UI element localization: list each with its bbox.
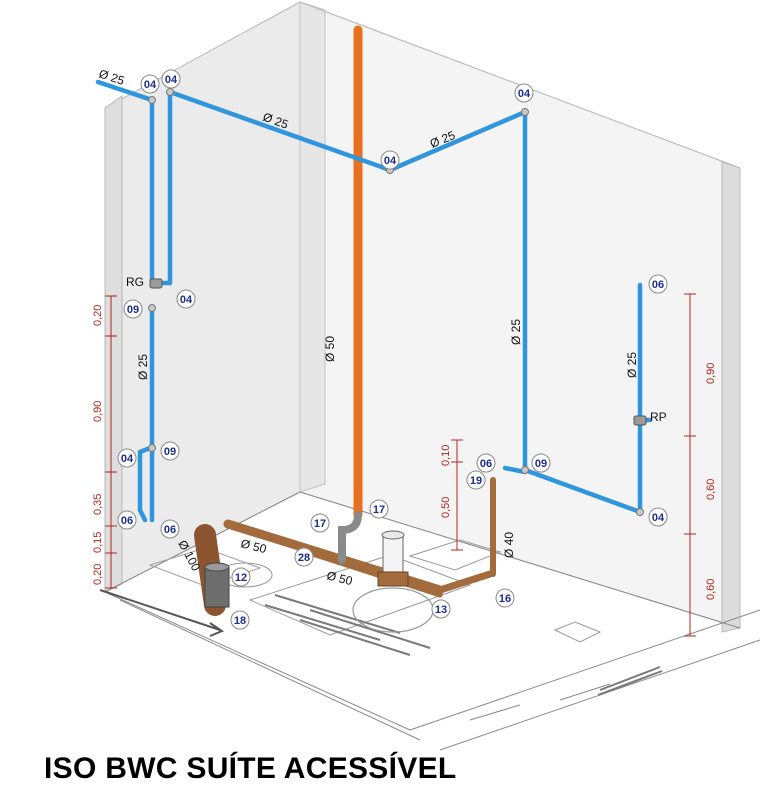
dim-mid-0: 0,10 xyxy=(440,445,452,466)
tag-06-d: 06 xyxy=(160,519,180,539)
left-dimension-line xyxy=(105,295,117,589)
svg-text:04: 04 xyxy=(165,74,178,86)
tag-06-a: 06 xyxy=(648,274,668,294)
svg-text:04: 04 xyxy=(384,155,397,167)
tag-04-g: 04 xyxy=(648,507,668,527)
svg-text:06: 06 xyxy=(480,458,492,470)
svg-text:04: 04 xyxy=(121,453,134,465)
svg-text:09: 09 xyxy=(535,458,547,470)
svg-text:06: 06 xyxy=(652,279,664,291)
svg-text:04: 04 xyxy=(518,88,531,100)
dim-right-1: 0,60 xyxy=(705,479,717,500)
back-wall-edge xyxy=(299,1,326,493)
tag-04-h: 04 xyxy=(0,0,13,3)
svg-text:18: 18 xyxy=(234,615,246,627)
right-wall-edge xyxy=(721,161,741,633)
tag-06-c: 06 xyxy=(117,510,137,530)
tag-04-d: 04 xyxy=(514,83,534,103)
left-wall-side xyxy=(104,95,123,593)
label-sewer-branch: Ø 50 xyxy=(325,568,354,588)
dim-left-0: 0,20 xyxy=(92,305,104,326)
dimension-labels: 0,20 0,90 0,35 0,15 0,20 0,10 0,50 0,90 … xyxy=(92,305,717,600)
dim-left-4: 0,20 xyxy=(92,564,104,585)
svg-text:06: 06 xyxy=(164,524,176,536)
tag-04-c: 04 xyxy=(380,150,400,170)
floor-drain-fixture xyxy=(377,530,409,587)
tag-06-b: 06 xyxy=(476,453,496,473)
tag-19: 19 xyxy=(466,470,486,490)
label-blue-right-vertical: Ø 25 xyxy=(509,319,523,345)
register-valve-icons xyxy=(149,278,647,426)
right-dimension-line xyxy=(684,293,696,637)
dim-left-1: 0,90 xyxy=(92,401,104,422)
label-sewer-riser: Ø 40 xyxy=(502,532,516,558)
tag-04-f: 04 xyxy=(117,448,137,468)
dim-right-0: 0,90 xyxy=(705,363,717,384)
svg-text:04: 04 xyxy=(652,512,665,524)
tag-09-c: 09 xyxy=(531,453,551,473)
mid-dimension-line xyxy=(451,439,463,551)
floor-arrow-icon xyxy=(99,589,225,637)
svg-text:09: 09 xyxy=(127,304,139,316)
label-blue-far-right: Ø 25 xyxy=(625,352,639,378)
svg-text:13: 13 xyxy=(435,604,447,616)
tag-28: 28 xyxy=(294,547,314,567)
svg-text:04: 04 xyxy=(144,79,157,91)
vent-pipe xyxy=(338,25,363,564)
tag-09-b: 09 xyxy=(160,441,180,461)
svg-text:09: 09 xyxy=(164,446,176,458)
tag-04-e: 04 xyxy=(176,289,196,309)
label-rp: RP xyxy=(650,410,667,424)
svg-text:17: 17 xyxy=(314,518,326,530)
label-vent-vertical: Ø 50 xyxy=(323,336,337,362)
large-sewer-pipe xyxy=(194,524,230,616)
svg-text:04: 04 xyxy=(180,294,193,306)
svg-text:28: 28 xyxy=(298,552,310,564)
left-wall xyxy=(104,1,301,593)
page-title: ISO BWC SUÍTE ACESSÍVEL xyxy=(44,752,457,785)
label-rg: RG xyxy=(126,275,144,289)
dim-left-3: 0,15 xyxy=(92,532,104,553)
tag-12: 12 xyxy=(231,567,251,587)
dim-left-2: 0,35 xyxy=(92,494,104,515)
svg-text:16: 16 xyxy=(499,593,511,605)
tag-04-b: 04 xyxy=(161,69,181,89)
tag-18: 18 xyxy=(230,610,250,630)
tag-13: 13 xyxy=(431,599,451,619)
tag-16: 16 xyxy=(495,588,515,608)
svg-text:12: 12 xyxy=(235,572,247,584)
tag-17-a: 17 xyxy=(310,513,330,533)
floor-drain-outline xyxy=(352,587,434,633)
svg-text:17: 17 xyxy=(373,504,385,516)
floor-hatching xyxy=(264,594,663,696)
label-sewer-main: Ø 50 xyxy=(239,536,268,556)
dim-mid-1: 0,50 xyxy=(440,497,452,518)
tag-04-a: 04 xyxy=(140,74,160,94)
svg-text:19: 19 xyxy=(470,475,482,487)
dim-right-2: 0,60 xyxy=(705,579,717,600)
tag-09-a: 09 xyxy=(123,299,143,319)
label-blue-left-vertical: Ø 25 xyxy=(136,354,150,380)
tag-17-b: 17 xyxy=(369,499,389,519)
svg-text:06: 06 xyxy=(121,515,133,527)
